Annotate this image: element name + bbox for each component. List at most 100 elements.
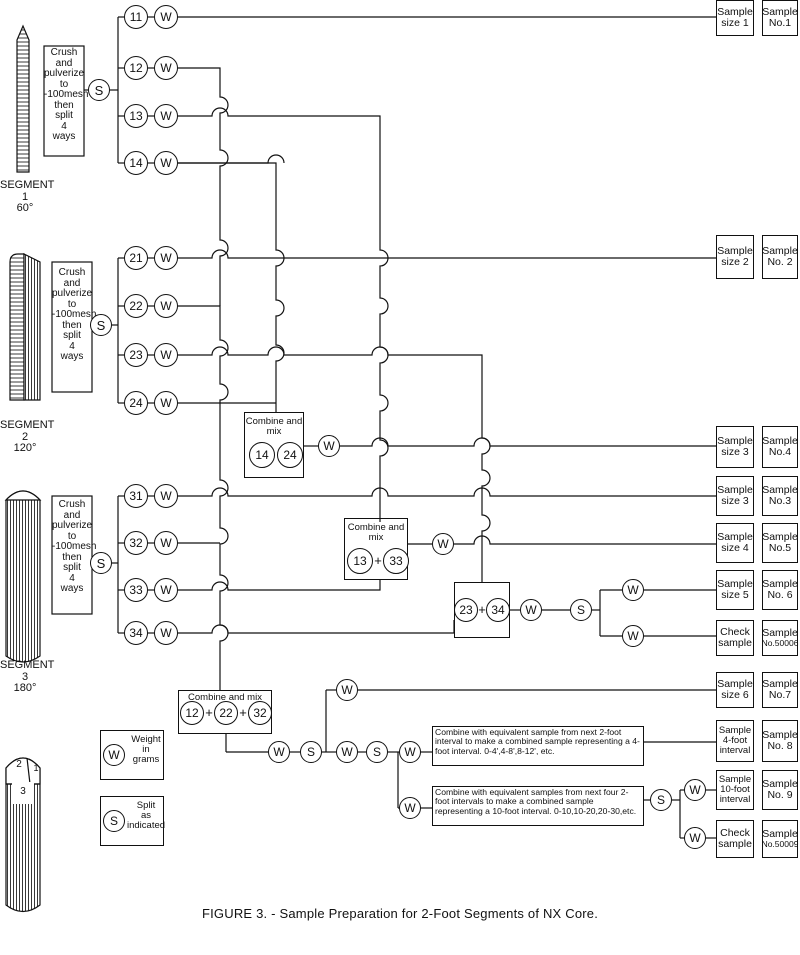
sample-node-24: 24 (124, 391, 148, 415)
split-node-segment-2: S (90, 314, 112, 336)
core-cross-section-icon (5, 757, 41, 913)
output-number-box-6-line: Sample (762, 577, 798, 590)
output-size-box-9-line: 4-foot (722, 735, 748, 747)
output-size-box-2-line: size 2 (721, 256, 749, 268)
sample-node-21: 21 (124, 246, 148, 270)
output-size-box-4-line: size 3 (721, 495, 749, 507)
output-size-box-1-line: Sample (717, 5, 753, 18)
sample-node-12: 12 (124, 56, 148, 80)
weigh-node-4-foot: W (399, 741, 421, 763)
output-size-box-9-line: interval (719, 744, 751, 756)
combine-node-14: 14 (249, 442, 275, 468)
weigh-node-interval: W (336, 741, 358, 763)
weigh-node-10-foot-sample: W (684, 779, 706, 801)
plus-sign: + (239, 705, 247, 720)
combine-node-13: 13 (347, 548, 373, 574)
output-size-box-11-line: sample (718, 838, 752, 850)
figure-caption: FIGURE 3. - Sample Preparation for 2-Foo… (201, 906, 599, 921)
weigh-node-10-foot: W (399, 797, 421, 819)
output-number-box-3-line: Sample (762, 434, 798, 447)
output-size-box-5-line: size 4 (721, 542, 749, 554)
output-size-box-2-line: Sample (717, 244, 753, 257)
split-node-10-foot: S (650, 789, 672, 811)
output-number-box-11-line: No.50009 (761, 839, 799, 850)
segment-2-core-icon (9, 253, 41, 401)
output-size-box-6-line: size 5 (721, 589, 749, 601)
output-size-box-7-line: Check (720, 625, 750, 638)
combine-node-22: 22 (214, 701, 238, 725)
output-number-box-5-line: No.5 (768, 542, 792, 554)
output-size-box-1-line: size 1 (721, 17, 749, 29)
sample-node-22: 22 (124, 294, 148, 318)
combine-label: Combine and mix (188, 692, 262, 703)
legend-split-icon: S (103, 810, 125, 832)
combine-node-33: 33 (383, 548, 409, 574)
output-number-box-7-line: Sample (762, 627, 798, 640)
split-node-interval: S (366, 741, 388, 763)
combine-box-13-33: Combine and mix (344, 518, 408, 580)
output-size-box-5-line: Sample (717, 530, 753, 543)
segment-1-core-icon (16, 24, 30, 173)
weigh-node-31: W (154, 484, 178, 508)
segment-1-process-box (43, 45, 85, 157)
sample-node-32: 32 (124, 531, 148, 555)
sample-node-13: 13 (124, 104, 148, 128)
connector-lines (84, 16, 716, 839)
combine-node-12: 12 (180, 701, 204, 725)
plus-sign: + (478, 602, 486, 617)
output-number-box-9-line: Sample (762, 728, 798, 741)
combine-box-14-24: Combine and mix (244, 412, 304, 478)
combine-label: Combine and mix (245, 416, 303, 437)
weigh-node-32: W (154, 531, 178, 555)
plus-sign: + (374, 553, 382, 568)
combine-label: Combine and mix (347, 522, 405, 543)
note-4-foot-combine: Combine with equivalent sample from next… (432, 726, 644, 766)
plus-sign: + (205, 705, 213, 720)
output-size-box-10-line: Sample (718, 774, 752, 786)
output-size-box-3-line: Sample (717, 434, 753, 447)
weigh-node-combine-13-33: W (432, 533, 454, 555)
output-number-box-9-line: No. 8 (767, 740, 793, 752)
note-10-foot-combine: Combine with equivalent samples from nex… (432, 786, 644, 826)
weigh-node-33: W (154, 578, 178, 602)
output-number-box-10-line: Sample (762, 777, 798, 790)
output-number-box-11-line: Sample (762, 828, 798, 841)
output-number-box-1-line: No.1 (768, 17, 792, 29)
sample-node-34: 34 (124, 621, 148, 645)
weigh-node-check-50009: W (684, 827, 706, 849)
weigh-node-14: W (154, 151, 178, 175)
output-size-box-9-line: Sample (718, 725, 752, 737)
output-size-box-10-line: interval (719, 793, 751, 805)
weigh-node-11: W (154, 5, 178, 29)
core-section-label-3: 3 (20, 786, 26, 797)
weigh-node-combine-14-24: W (318, 435, 340, 457)
combine-node-32: 32 (248, 701, 272, 725)
output-size-box-8-line: Sample (717, 677, 753, 690)
core-section-label-1: 1 (33, 763, 39, 773)
output-number-box-7-line: No.50006 (761, 638, 799, 649)
output-size-box-7-line: sample (718, 637, 752, 649)
